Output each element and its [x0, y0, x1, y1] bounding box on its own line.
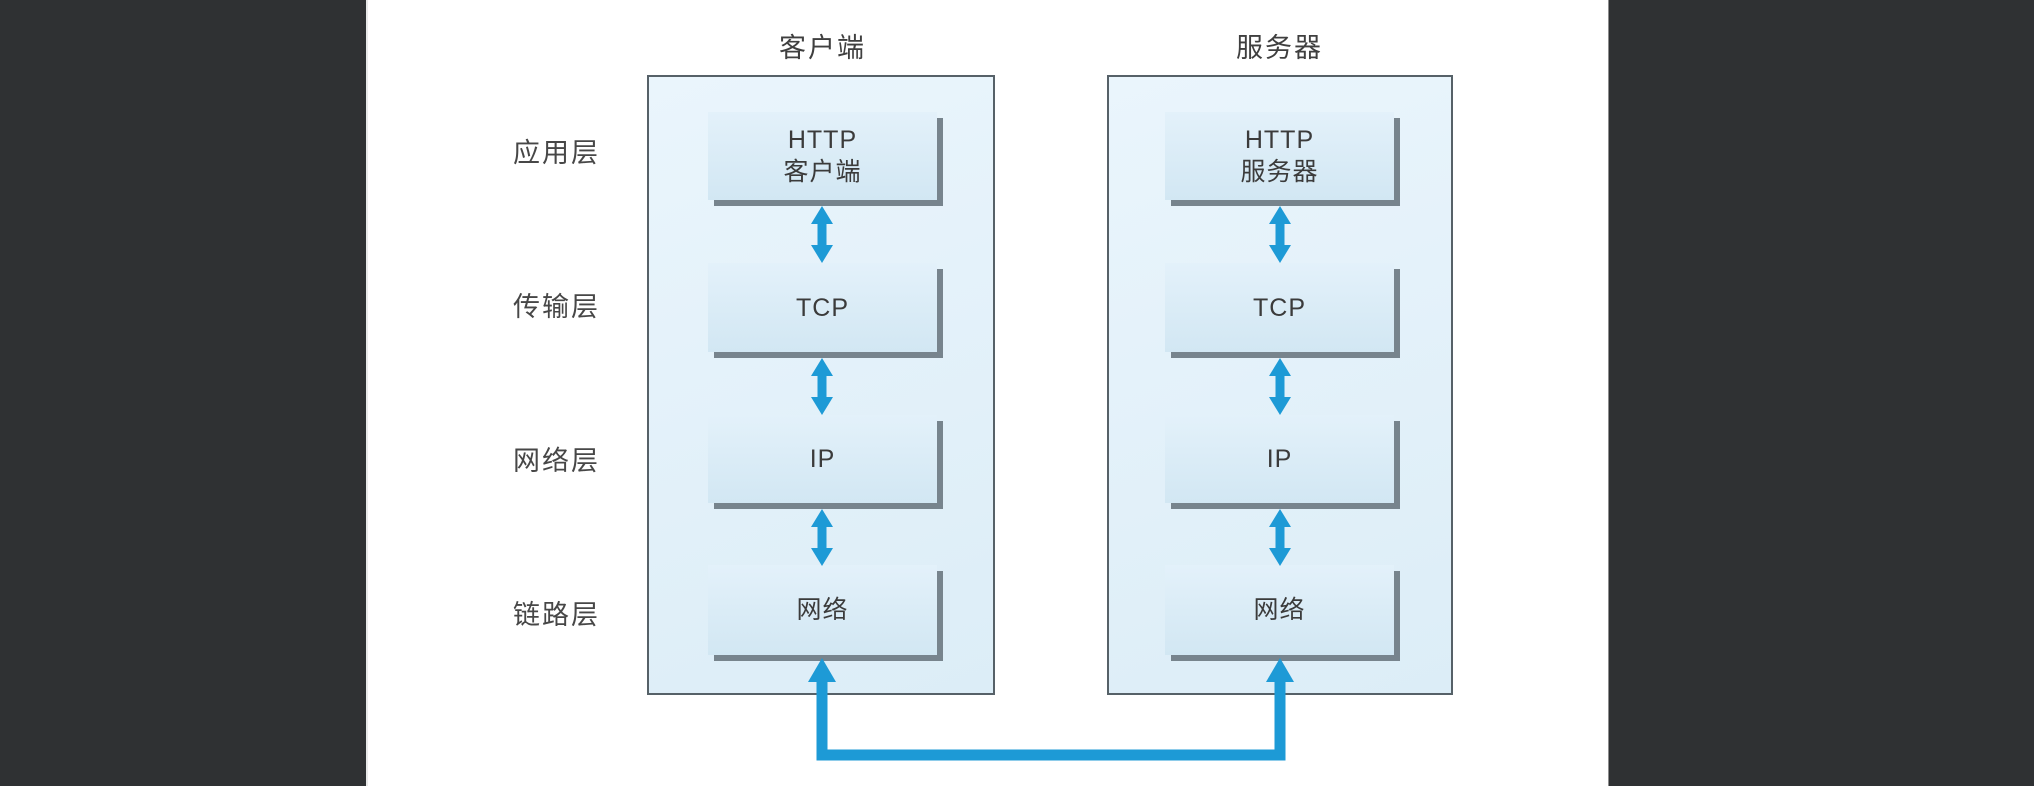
layer-label-application: 应用层 [513, 138, 600, 168]
network-link-connector-arrow [770, 650, 1330, 775]
server-network-box: 网络 [1165, 565, 1394, 655]
double-arrow-icon [1267, 358, 1293, 415]
server-http-box: HTTP 服务器 [1165, 112, 1394, 200]
letterbox-left [0, 0, 368, 786]
server-http-box-line1: HTTP [1244, 126, 1315, 154]
client-http-box-line2: 客户端 [783, 158, 862, 186]
client-http-box-line1: HTTP [787, 126, 858, 154]
client-tcp-box: TCP [708, 263, 937, 352]
double-arrow-icon [809, 358, 835, 415]
letterbox-right [1608, 0, 2034, 786]
layer-label-transport: 传输层 [513, 292, 600, 322]
layer-label-link: 链路层 [513, 600, 600, 630]
server-column-header: 服务器 [1236, 33, 1323, 63]
client-network-box: 网络 [708, 565, 937, 655]
server-ip-box: IP [1165, 415, 1394, 503]
server-tcp-box-label: TCP [1253, 293, 1306, 322]
server-http-box-line2: 服务器 [1240, 158, 1319, 186]
double-arrow-icon [1267, 206, 1293, 263]
client-tcp-box-label: TCP [796, 293, 849, 322]
double-arrow-icon [809, 206, 835, 263]
server-network-box-label: 网络 [1253, 596, 1306, 624]
client-column-header: 客户端 [779, 33, 866, 63]
client-network-box-label: 网络 [796, 596, 849, 624]
double-arrow-icon [1267, 509, 1293, 566]
client-ip-box: IP [708, 415, 937, 503]
server-ip-box-label: IP [1266, 445, 1293, 473]
layer-label-network: 网络层 [513, 446, 600, 476]
client-http-box: HTTP 客户端 [708, 112, 937, 200]
server-tcp-box: TCP [1165, 263, 1394, 352]
double-arrow-icon [809, 509, 835, 566]
client-ip-box-label: IP [809, 445, 836, 473]
